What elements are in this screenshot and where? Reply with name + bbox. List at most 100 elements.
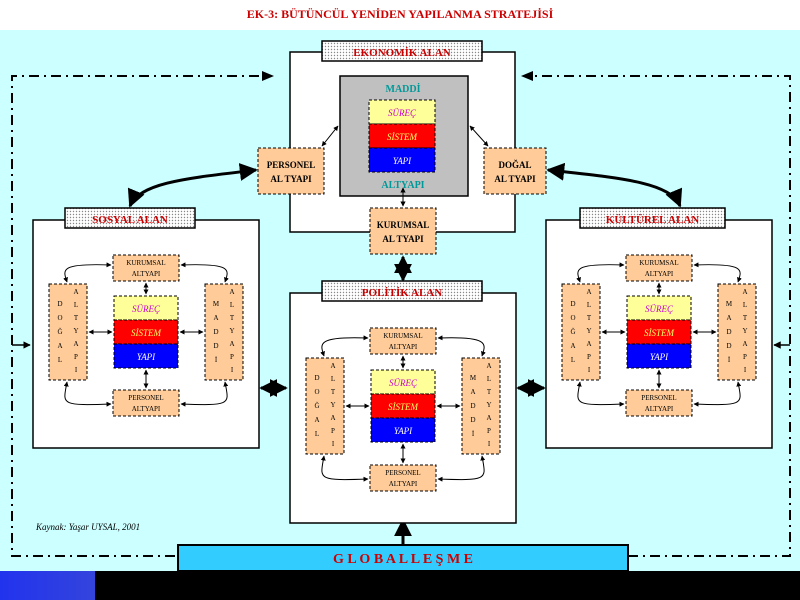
major-connectors (127, 162, 683, 545)
cultural-left-col2-letter: P (587, 353, 591, 361)
cultural-bottom-box (625, 389, 693, 417)
social-right-col1-letter: İ (215, 356, 218, 364)
social-arrow-tl (63, 262, 112, 283)
social-left-col1-letter: D (57, 300, 62, 308)
cultural-right-col2-letter: A (742, 288, 747, 296)
economic-right-line2: AL TYAPI (494, 174, 536, 184)
social-right-col1-letter: D (213, 342, 218, 350)
social-stack-sistem-box (113, 319, 179, 345)
social-right-col2-letter: I (231, 366, 234, 374)
cultural-right-column (717, 283, 757, 381)
cultural-left-col2-letter: A (586, 340, 591, 348)
political-left-col2-letter: I (332, 440, 335, 448)
cultural-right-col1-letter: D (726, 342, 731, 350)
political-right-col2-letter: P (487, 427, 491, 435)
political-stack-surec: SÜREÇ (389, 378, 418, 388)
political-right-col2-letter: A (486, 362, 491, 370)
social-right-col2-letter: A (229, 340, 234, 348)
cultural-area: KÜLTÜREL ALANKURUMSALALTYAPIPERSONELALTY… (545, 207, 773, 449)
social-top-line1: KURUMSAL (126, 259, 165, 267)
cultural-left-col2-letter: Y (586, 327, 591, 335)
economic-maddi: MADDİ (386, 83, 421, 95)
economic-header: EKONOMİK ALAN (353, 47, 451, 59)
cultural-bottom-line1: PERSONEL (641, 394, 676, 402)
cultural-stack-yapi-box (626, 343, 692, 369)
social-right-col2-letter: A (229, 288, 234, 296)
political-top-box (369, 327, 437, 355)
social-stack-surec: SÜREÇ (132, 304, 161, 314)
social-right-col1-letter: A (213, 314, 218, 322)
political-right-col2-letter: I (488, 440, 491, 448)
social-left-col1-letter: A (57, 342, 62, 350)
social-bottom-line1: PERSONEL (128, 394, 163, 402)
political-stack-yapi: YAPI (394, 426, 413, 436)
social-header: SOSYAL ALAN (92, 214, 168, 226)
social-bottom-line2: ALTYAPI (132, 405, 161, 413)
political-left-col2-letter: A (330, 414, 335, 422)
political-header: POLİTİK ALAN (362, 287, 442, 299)
political-right-col2-letter: T (487, 388, 492, 396)
loop-arrow-left-top (262, 71, 274, 81)
cultural-stack-sistem: SİSTEM (644, 328, 675, 338)
political-arrow-tl (320, 335, 369, 357)
political-left-col1-letter: O (314, 388, 319, 396)
political-right-col2-letter: L (487, 375, 491, 383)
page-title: EK-3: BÜTÜNCÜL YENİDEN YAPILANMA STRATEJ… (246, 7, 554, 21)
social-left-col2-letter: I (75, 366, 78, 374)
cultural-left-col2-letter: A (586, 288, 591, 296)
economic-bottom-line1: KURUMSAL (377, 220, 430, 230)
cultural-arrow-br (693, 381, 742, 407)
cultural-left-col1-letter: O (570, 314, 575, 322)
economic-surec: SÜREÇ (388, 108, 417, 118)
political-left-col2-letter: A (330, 362, 335, 370)
economic-stack: SÜREÇ SİSTEM YAPI (368, 99, 436, 173)
cultural-stack-yapi: YAPI (650, 352, 669, 362)
economic-left-line2: AL TYAPI (270, 174, 312, 184)
cultural-left-col1-letter: L (571, 356, 575, 364)
cultural-right-col1-letter: A (726, 314, 731, 322)
social-left-col1-letter: L (58, 356, 62, 364)
political-stack-yapi-box (370, 417, 436, 443)
cultural-top-line1: KURUMSAL (639, 259, 678, 267)
cultural-right-col2-letter: A (742, 340, 747, 348)
cultural-arrow-bl (576, 381, 625, 407)
social-left-col2-letter: L (74, 301, 78, 309)
social-left-column (48, 283, 88, 381)
cultural-left-column (561, 283, 601, 381)
social-top-box (112, 254, 180, 282)
cultural-arrow-tl (576, 262, 625, 283)
social-stack-sistem: SİSTEM (131, 328, 162, 338)
cultural-left-col2-letter: I (588, 366, 591, 374)
cultural-right-col1-letter: M (726, 300, 733, 308)
cultural-right-col1-letter: D (726, 328, 731, 336)
political-arrow-tr (437, 335, 486, 357)
social-arrow-tr (180, 262, 229, 283)
economic-altyapi: ALTYAPI (381, 180, 424, 191)
social-right-col2-letter: Y (229, 327, 234, 335)
cultural-left-col1-letter: A (570, 342, 575, 350)
cultural-left-col1-letter: D (570, 300, 575, 308)
social-left-col1-letter: Ğ (57, 328, 62, 336)
cultural-arrow-tr (693, 262, 742, 283)
political-bottom-box (369, 464, 437, 492)
cultural-bottom-line2: ALTYAPI (645, 405, 674, 413)
social-right-col1-letter: D (213, 328, 218, 336)
political-left-col1-letter: Ğ (314, 402, 319, 410)
political-left-col1-letter: L (315, 430, 319, 438)
title-bar: EK-3: BÜTÜNCÜL YENİDEN YAPILANMA STRATEJ… (0, 0, 800, 30)
political-right-col1-letter: A (470, 388, 475, 396)
political-right-col1-letter: D (470, 416, 475, 424)
political-left-column (305, 357, 345, 455)
globalization-bar: G L O B A L L E Ş M E (177, 544, 629, 572)
cultural-right-col2-letter: P (743, 353, 747, 361)
cultural-top-box (625, 254, 693, 282)
political-left-col1-letter: D (314, 374, 319, 382)
cultural-right-col2-letter: T (743, 314, 748, 322)
outer-loop (11, 75, 791, 557)
cultural-left-col1-letter: Ğ (570, 328, 575, 336)
cultural-right-col2-letter: I (744, 366, 747, 374)
social-stack-surec-box (113, 295, 179, 321)
social-right-col2-letter: P (230, 353, 234, 361)
